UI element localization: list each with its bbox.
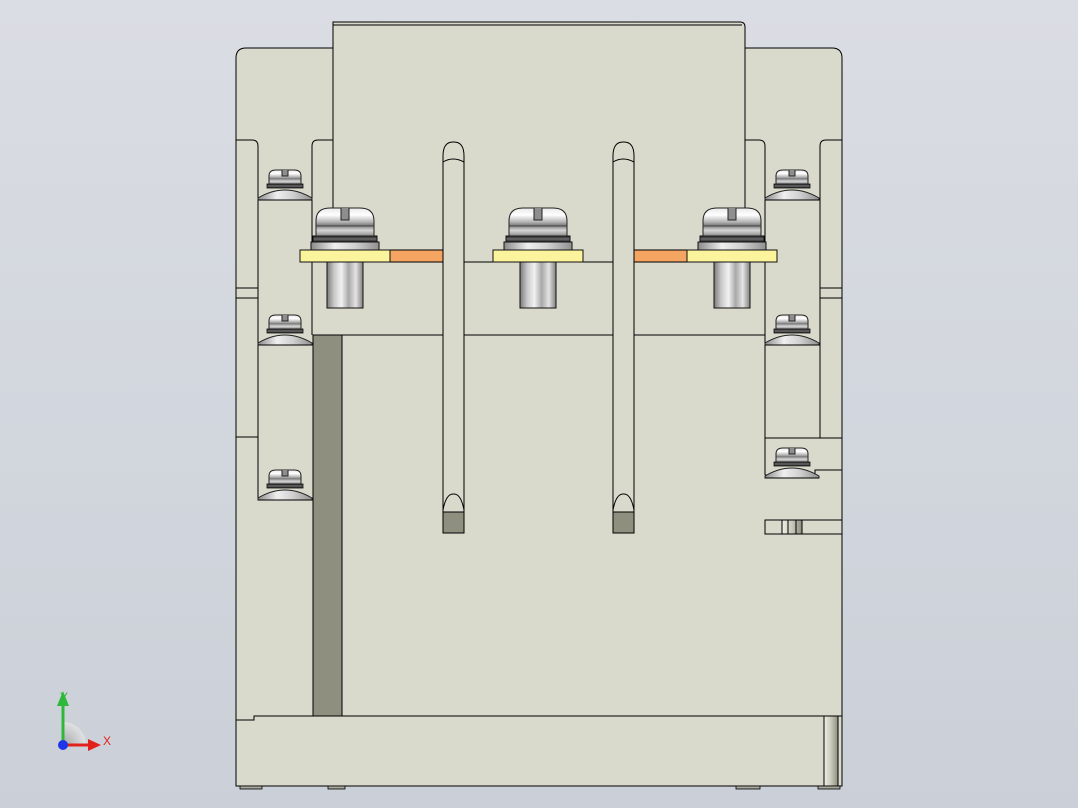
triad-x-label: X — [103, 734, 111, 748]
right-column-cap-outer — [819, 139, 842, 147]
flat-washer — [503, 241, 573, 251]
screw-head[interactable] — [702, 207, 762, 237]
base-side-pin[interactable] — [823, 715, 839, 787]
screw-head[interactable] — [268, 469, 302, 485]
left-fin-cap-edge — [442, 158, 465, 163]
side-screw-6[interactable] — [764, 447, 820, 479]
screw-head[interactable] — [268, 314, 302, 330]
side-terminal-screws[interactable] — [257, 169, 820, 501]
right-fin-notch — [612, 493, 635, 511]
terminal-stud — [326, 261, 364, 309]
left-column-cap-inner — [311, 139, 333, 147]
auxiliary-slot[interactable] — [764, 519, 843, 535]
right-fin-cap-edge — [612, 158, 635, 163]
triad-y-label: Y — [60, 690, 68, 704]
lock-washer — [266, 483, 304, 489]
right-column-cap-inner — [745, 139, 766, 147]
terminal-stud — [713, 261, 751, 309]
auxiliary-slot-pin — [781, 519, 803, 535]
screw-head[interactable] — [775, 314, 809, 330]
terminal-plate[interactable] — [299, 249, 391, 263]
base-foot — [327, 785, 346, 790]
terminal-plate[interactable] — [686, 249, 778, 263]
left-fin[interactable] — [442, 141, 465, 534]
right-fin[interactable] — [612, 141, 635, 534]
base-foot — [735, 785, 761, 790]
conductor-strip-left[interactable] — [389, 249, 444, 263]
triad-z-axis — [58, 740, 68, 750]
base-foot — [817, 785, 841, 790]
lock-washer — [266, 183, 304, 189]
screw-slot — [281, 470, 289, 477]
screw-head[interactable] — [508, 207, 568, 237]
screw-slot — [533, 208, 543, 221]
screw-slot — [788, 448, 796, 455]
screw-slot — [788, 315, 796, 322]
lock-washer — [266, 328, 304, 334]
flat-washer — [310, 241, 380, 251]
right-terminal-column[interactable] — [745, 139, 843, 535]
conductor-strip-right[interactable] — [633, 249, 688, 263]
auxiliary-slot-divider — [787, 520, 797, 534]
base-feet — [239, 785, 841, 790]
terminal-plate[interactable] — [492, 249, 584, 263]
side-screw-3[interactable] — [257, 469, 313, 501]
right-fin-shadow — [612, 511, 635, 534]
left-fin-shadow — [442, 511, 465, 534]
left-fin-body[interactable] — [442, 141, 465, 534]
top-cover-block[interactable] — [332, 21, 746, 263]
screw-head[interactable] — [775, 169, 809, 185]
lock-washer — [773, 328, 811, 334]
view-triad-icon: Y X — [57, 690, 111, 751]
flat-washer — [697, 241, 767, 251]
screw-head[interactable] — [268, 169, 302, 185]
left-terminal-column[interactable] — [236, 139, 333, 499]
base-top-edge — [236, 715, 842, 721]
screw-slot — [281, 170, 289, 177]
recessed-strip[interactable] — [312, 334, 343, 717]
screw-slot — [788, 170, 796, 177]
side-screw-5[interactable] — [764, 314, 820, 346]
triad-y-arrowhead — [57, 691, 69, 706]
terminal-screw-1[interactable] — [299, 207, 391, 309]
right-fin-body[interactable] — [612, 141, 635, 534]
base-foot — [239, 785, 263, 790]
lock-washer — [505, 235, 571, 243]
screw-head[interactable] — [775, 447, 809, 463]
left-fin-notch — [442, 493, 465, 511]
terminal-stud — [519, 261, 557, 309]
contactor-model[interactable] — [235, 21, 843, 790]
side-screw-2[interactable] — [257, 314, 313, 346]
side-screw-1[interactable] — [257, 169, 313, 201]
screw-slot — [281, 315, 289, 322]
side-screw-4[interactable] — [764, 169, 820, 201]
left-column-cap-outer — [236, 139, 259, 147]
triad-arc — [63, 722, 86, 745]
lock-washer — [773, 183, 811, 189]
terminal-screw-2[interactable] — [492, 207, 584, 309]
lock-washer — [312, 235, 378, 243]
lock-washer — [699, 235, 765, 243]
lock-washer — [773, 461, 811, 467]
terminal-screw-3[interactable] — [686, 207, 778, 309]
triad-x-arrowhead — [88, 739, 101, 751]
screw-slot — [727, 208, 737, 221]
screw-head[interactable] — [315, 207, 375, 237]
screw-slot — [340, 208, 350, 221]
main-terminal-screws[interactable] — [299, 207, 778, 309]
